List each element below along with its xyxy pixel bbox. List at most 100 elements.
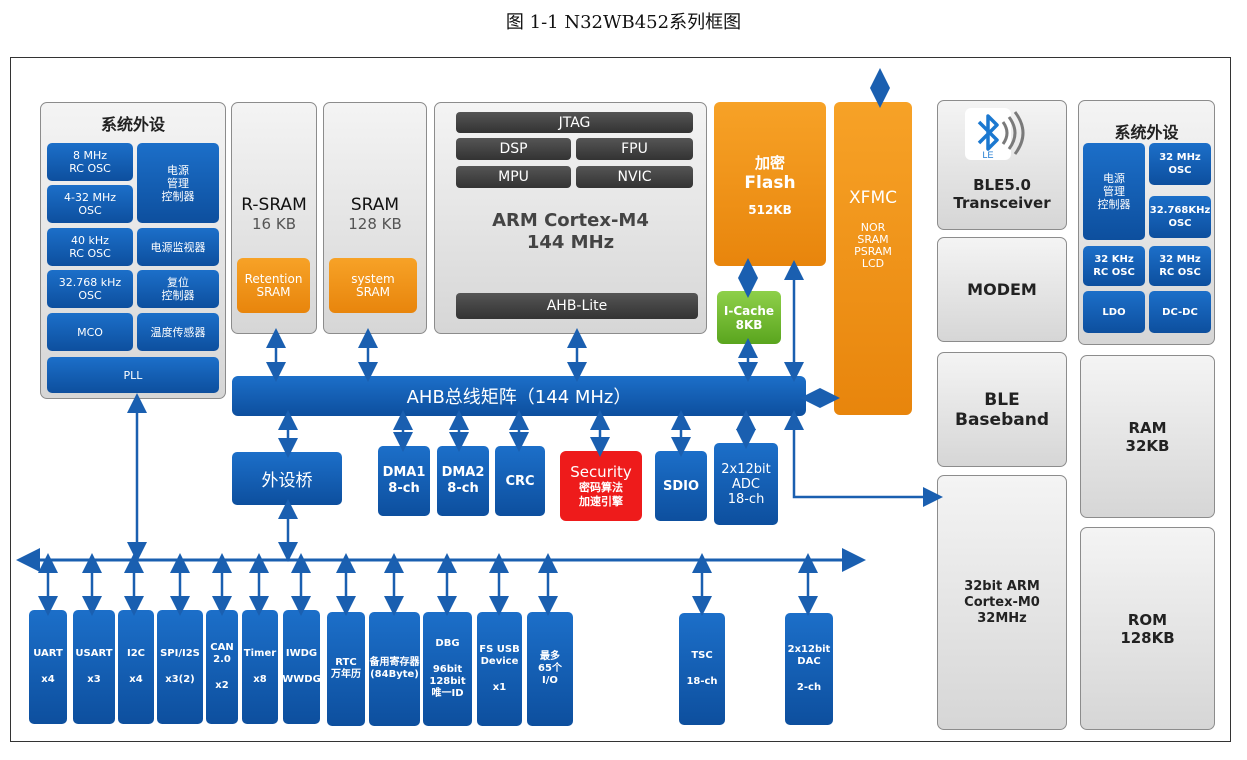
power-mgmt-controller: 电源 管理 控制器 — [137, 143, 219, 223]
ahb-lite: AHB-Lite — [456, 293, 698, 319]
peripheral-detail: x4 — [129, 674, 143, 685]
left-periph-title: 系统外设 — [100, 115, 165, 134]
peripheral-name: Timer — [243, 648, 277, 659]
peripheral-detail: x2 — [215, 680, 229, 691]
dc-dc: DC-DC — [1149, 291, 1211, 333]
cpu-core-name: ARM Cortex-M4 — [492, 210, 649, 231]
power-monitor: 电源监视器 — [137, 228, 219, 266]
icache: I-Cache 8KB — [717, 291, 781, 344]
flash-size: 512KB — [748, 202, 792, 217]
dma2: DMA2 8-ch — [437, 446, 489, 516]
osc-4-32mhz: 4-32 MHz OSC — [47, 185, 133, 223]
peripheral-detail: x1 — [492, 682, 507, 693]
diagram-frame — [10, 57, 1231, 742]
cortex-m0-block: 32bit ARM Cortex-M0 32MHz — [937, 475, 1067, 730]
retention-sram: Retention SRAM — [237, 258, 310, 313]
encrypted-flash: 加密 Flash 512KB — [714, 102, 826, 266]
right-periph-title: 系统外设 — [1114, 123, 1179, 142]
sdio: SDIO — [655, 451, 707, 521]
modem-block: MODEM — [937, 237, 1067, 342]
ahb-bus-matrix: AHB总线矩阵（144 MHz） — [232, 376, 806, 416]
fpu: FPU — [576, 138, 693, 160]
peripheral-detail: x8 — [253, 674, 267, 685]
flash-name: Flash — [744, 172, 796, 193]
cpu-frequency: 144 MHz — [526, 232, 615, 253]
ram-label: RAM 32KB — [1125, 418, 1170, 455]
peripheral-name: 备用寄存器 (84Byte) — [369, 657, 420, 680]
peripheral-name: TSC — [691, 650, 713, 661]
ram-block: RAM 32KB — [1080, 355, 1215, 518]
osc-40khz-rc: 40 kHz RC OSC — [47, 228, 133, 266]
peripheral-name: 2x12bit DAC — [787, 644, 831, 667]
temperature-sensor: 温度传感器 — [137, 313, 219, 351]
sram-size: 128 KB — [348, 215, 402, 233]
cortex-m0-label: 32bit ARM Cortex-M0 32MHz — [964, 578, 1040, 626]
osc-32768khz: 32.768 kHz OSC — [47, 270, 133, 308]
jtag: JTAG — [456, 112, 693, 133]
peripheral-name: SPI/I2S — [160, 648, 200, 659]
peripheral-detail: WWDG — [282, 674, 321, 685]
osc-32mhz: 32 MHz OSC — [1149, 143, 1211, 185]
peripheral-detail: 96bit 128bit 唯一ID — [429, 664, 466, 699]
right-power-mgmt: 电源 管理 控制器 — [1083, 143, 1145, 240]
peripheral-block: 2x12bit DAC 2-ch — [785, 613, 833, 725]
rsram-title: R-SRAM — [241, 195, 307, 215]
peripheral-name: CAN 2.0 — [210, 642, 234, 665]
security-desc: 密码算法 加速引擎 — [579, 481, 623, 508]
bluetooth-icon: LE — [965, 108, 1025, 160]
ble-baseband-block: BLE Baseband — [937, 352, 1067, 467]
rsram-size: 16 KB — [252, 215, 296, 233]
peripheral-block: TSC 18-ch — [679, 613, 725, 725]
xfmc: XFMC NOR SRAM PSRAM LCD — [834, 102, 912, 415]
peripheral-block: RTC 万年历 — [327, 612, 365, 726]
pll: PLL — [47, 357, 219, 393]
ble-transceiver-label: BLE5.0 Transceiver — [953, 176, 1051, 212]
peripheral-detail: 2-ch — [796, 682, 822, 693]
flash-title: 加密 — [754, 153, 785, 172]
xfmc-title: XFMC — [849, 187, 897, 208]
peripheral-name: DBG — [435, 638, 460, 649]
rom-block: ROM 128KB — [1080, 527, 1215, 730]
security-engine: Security 密码算法 加速引擎 — [560, 451, 642, 521]
peripheral-name: 最多 65个 I/O — [538, 651, 562, 686]
peripheral-bridge: 外设桥 — [232, 452, 342, 505]
ldo: LDO — [1083, 291, 1145, 333]
icache-name: I-Cache — [723, 303, 775, 318]
system-sram: system SRAM — [329, 258, 417, 313]
xfmc-desc: NOR SRAM PSRAM LCD — [854, 220, 892, 270]
peripheral-block: DBG 96bit 128bit 唯一ID — [423, 612, 472, 726]
reset-controller: 复位 控制器 — [137, 270, 219, 308]
osc-8mhz-rc: 8 MHz RC OSC — [47, 143, 133, 181]
peripheral-detail: x4 — [41, 674, 55, 685]
peripheral-detail: 18-ch — [686, 676, 718, 687]
nvic: NVIC — [576, 166, 693, 188]
rom-label: ROM 128KB — [1120, 610, 1175, 647]
ble-baseband-label: BLE Baseband — [955, 389, 1049, 430]
sram-title: SRAM — [350, 195, 400, 215]
peripheral-block: Timer x8 — [242, 610, 278, 724]
peripheral-block: CAN 2.0 x2 — [206, 610, 238, 724]
mco: MCO — [47, 313, 133, 351]
connection-arrow — [784, 410, 943, 507]
mpu: MPU — [456, 166, 571, 188]
security-title: Security — [570, 463, 632, 481]
peripheral-block: SPI/I2S x3(2) — [157, 610, 203, 724]
dma1: DMA1 8-ch — [378, 446, 430, 516]
rc-osc-32mhz: 32 MHz RC OSC — [1149, 246, 1211, 286]
figure-caption: 图 1-1 N32WB452系列框图 — [505, 12, 742, 33]
peripheral-name: UART — [33, 648, 63, 659]
modem-label: MODEM — [967, 280, 1037, 299]
peripheral-detail: x3 — [87, 674, 101, 685]
peripheral-detail: x3(2) — [165, 674, 195, 685]
osc-32768khz-right: 32.768KHz OSC — [1149, 196, 1211, 238]
peripheral-block: 最多 65个 I/O — [527, 612, 573, 726]
peripheral-name: RTC 万年历 — [331, 657, 361, 680]
adc: 2x12bit ADC 18-ch — [714, 443, 778, 525]
peripheral-name: FS USB Device — [479, 644, 520, 667]
le-label: LE — [982, 150, 993, 160]
dsp: DSP — [456, 138, 571, 160]
peripheral-block: FS USB Device x1 — [477, 612, 522, 726]
